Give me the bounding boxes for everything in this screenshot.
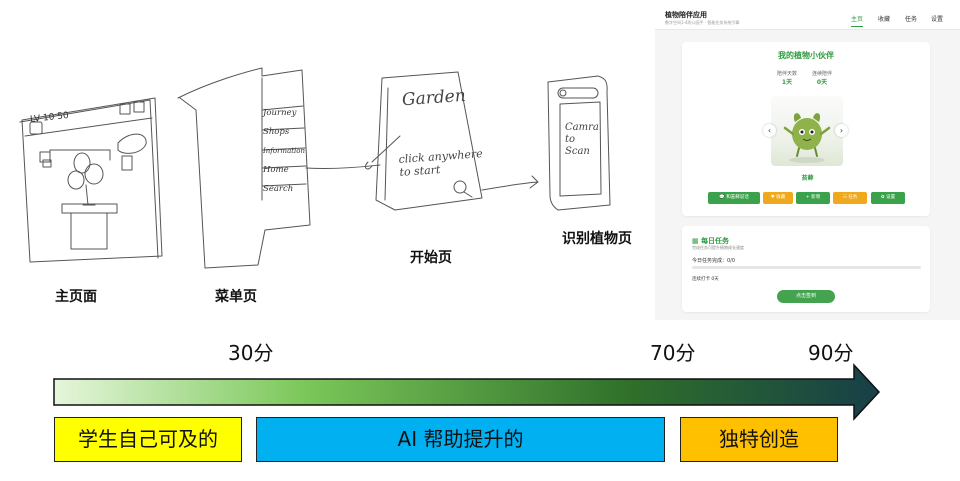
progress-arrow-shape: [54, 365, 879, 419]
band-unique-creation: 独特创造: [680, 417, 838, 462]
band-student-level: 学生自己可及的: [54, 417, 242, 462]
band-ai-assisted: AI 帮助提升的: [256, 417, 665, 462]
